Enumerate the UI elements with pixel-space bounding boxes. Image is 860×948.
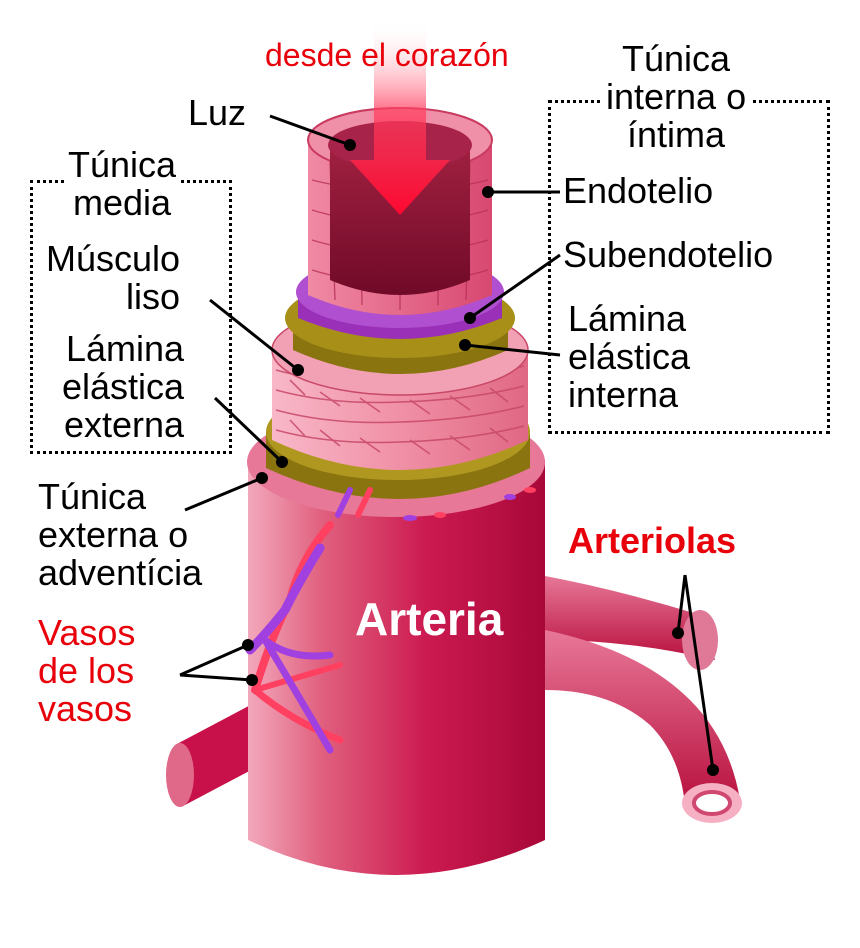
endothelium-label: Endotelio <box>563 170 714 211</box>
arteriole-lower-lumen <box>692 790 732 816</box>
left-branch-end <box>166 743 194 807</box>
lumen <box>330 148 470 295</box>
artery-label: Arteria <box>355 593 504 645</box>
blood-flow-arrow <box>350 20 450 215</box>
external-elastic-label: Lámina elástica externa <box>62 328 185 445</box>
from-heart-label: desde el corazón <box>265 37 509 73</box>
tunica-externa-cylinder <box>248 460 545 875</box>
arterioles-label: Arteriolas <box>568 520 737 561</box>
tunica-media-title: Túnica media <box>64 146 181 222</box>
smooth-muscle-label: Músculo liso <box>46 238 181 317</box>
internal-elastic-label: Lámina elástica interna <box>568 298 691 415</box>
arteriole-upper-end <box>682 610 718 670</box>
subendothelium-label: Subendotelio <box>563 234 774 275</box>
vasa-vasorum-label: Vasos de los vasos <box>38 612 136 729</box>
arteriole-upper <box>540 575 715 660</box>
arteriole-lower <box>545 630 740 805</box>
lumen-label: Luz <box>188 92 247 133</box>
left-branch-vessel <box>175 700 270 805</box>
tunica-externa-label: Túnica externa o adventícia <box>38 476 203 593</box>
tunica-intima-title: Túnica interna o íntima <box>600 40 753 154</box>
vasa-vasorum-vessels <box>245 487 373 754</box>
